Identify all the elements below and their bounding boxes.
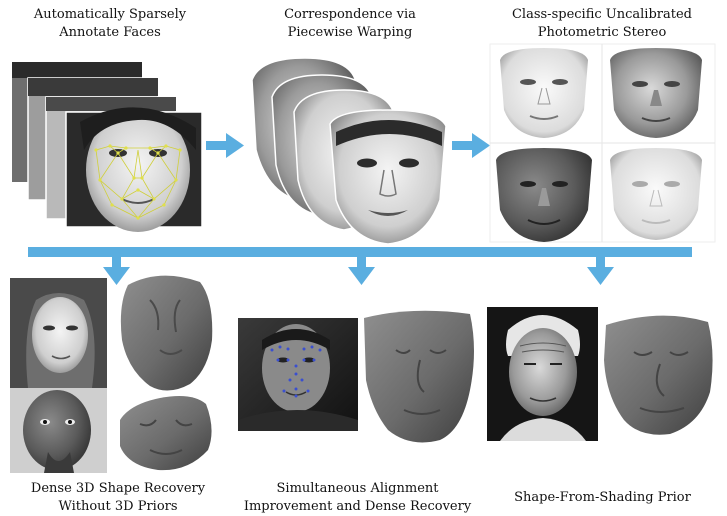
- annotated-face-stack: [12, 62, 203, 232]
- caption-sfs-line1: Shape-From-Shading Prior: [514, 490, 691, 505]
- shaded-face-2: [496, 148, 592, 242]
- warped-face-front: [329, 109, 447, 245]
- photometric-stereo-grid: [489, 43, 716, 243]
- caption-alignment-line1: Simultaneous Alignment: [276, 481, 439, 496]
- reconstructed-mesh-woman: [120, 275, 213, 391]
- reconstructed-mesh-aligned: [364, 310, 474, 443]
- pipeline-distribution-bar: [28, 247, 692, 285]
- caption-correspondence-line2: Piecewise Warping: [287, 25, 413, 40]
- caption-dense-recovery: Dense 3D Shape Recovery Without 3D Prior…: [8, 480, 228, 516]
- caption-annotate-line2: Annotate Faces: [59, 25, 161, 40]
- woman-photo: [10, 278, 107, 388]
- elderly-man-photo: [487, 307, 598, 441]
- caption-correspondence-line1: Correspondence via: [284, 7, 416, 22]
- caption-annotate-line1: Automatically Sparsely: [33, 7, 187, 22]
- reconstructed-mesh-sfs: [604, 315, 713, 435]
- alignment-landmarks: [270, 345, 322, 398]
- caption-dense-line2: Without 3D Priors: [58, 499, 178, 514]
- landmark-points: [94, 144, 182, 220]
- face-photo-front: [65, 107, 203, 232]
- caption-alignment: Simultaneous Alignment Improvement and D…: [235, 480, 480, 516]
- albedo-face: [500, 48, 588, 138]
- caption-alignment-line2: Improvement and Dense Recovery: [243, 499, 472, 514]
- shaded-face-1: [610, 48, 702, 138]
- caption-sfs: Shape-From-Shading Prior: [490, 489, 715, 507]
- arrow-annotate-to-correspondence: [206, 133, 244, 158]
- shape-from-shading-example: [487, 307, 713, 441]
- warped-face-stack: [251, 57, 447, 245]
- shaded-face-3: [610, 148, 702, 240]
- caption-dense-line1: Dense 3D Shape Recovery: [30, 481, 206, 496]
- caption-annotate: Automatically Sparsely Annotate Faces: [10, 6, 210, 42]
- caption-stereo: Class-specific Uncalibrated Photometric …: [492, 6, 712, 42]
- caption-stereo-line1: Class-specific Uncalibrated: [511, 7, 692, 22]
- dense-recovery-example: [10, 275, 213, 473]
- arrow-correspondence-to-stereo: [452, 133, 490, 158]
- reconstructed-mesh-child: [120, 396, 212, 471]
- alignment-example: [238, 310, 474, 443]
- caption-stereo-line2: Photometric Stereo: [537, 25, 667, 40]
- child-photo: [10, 388, 107, 473]
- aligned-face-photo: [238, 318, 358, 431]
- caption-correspondence: Correspondence via Piecewise Warping: [255, 6, 445, 42]
